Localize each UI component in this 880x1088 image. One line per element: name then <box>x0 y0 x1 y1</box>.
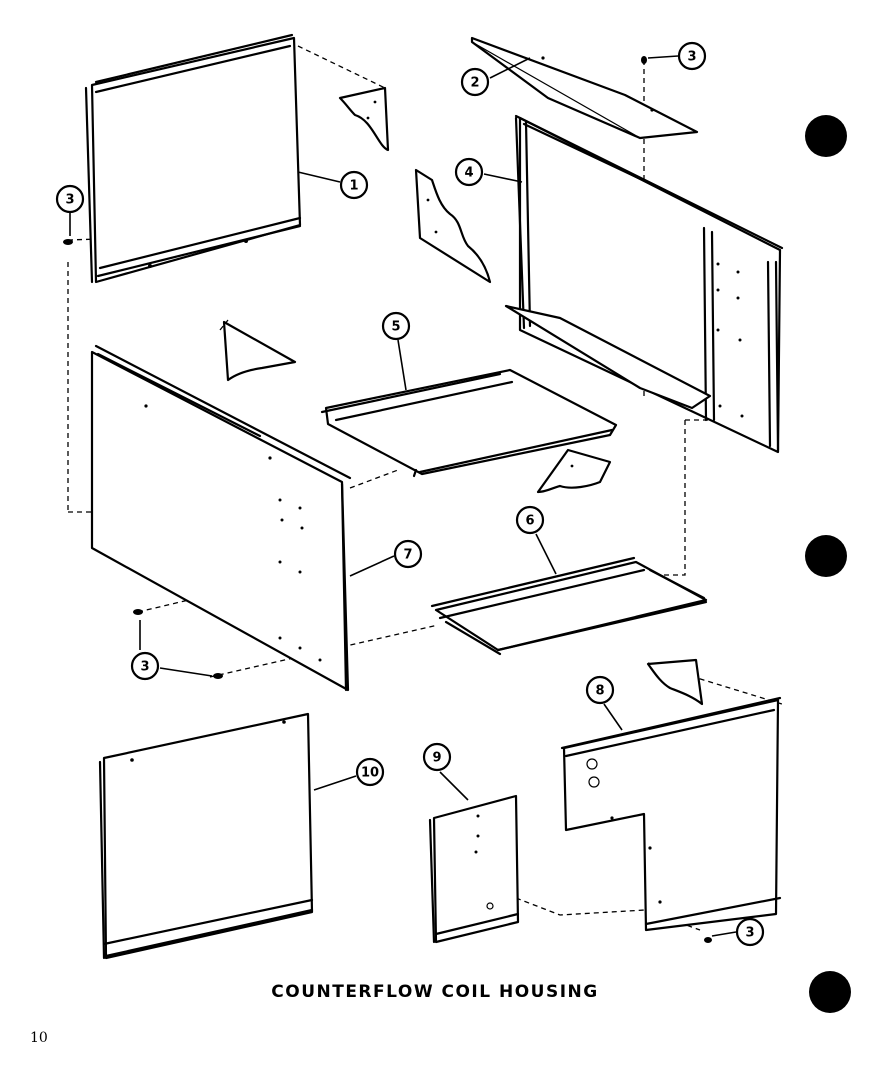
part-8-l-panel <box>560 696 782 932</box>
svg-text:3: 3 <box>745 926 754 941</box>
svg-text:6: 6 <box>525 514 534 529</box>
svg-text:2: 2 <box>470 76 479 91</box>
callout-2: 2 <box>460 67 490 97</box>
part-5-coil-tray <box>320 368 618 478</box>
page-number: 10 <box>30 1030 48 1046</box>
callout-3-left: 3 <box>55 184 85 214</box>
binder-hole-bottom <box>809 971 851 1013</box>
callout-6: 6 <box>515 505 545 535</box>
svg-text:7: 7 <box>403 548 412 563</box>
svg-text:9: 9 <box>432 751 441 766</box>
svg-text:3: 3 <box>140 660 149 675</box>
svg-text:5: 5 <box>391 320 400 335</box>
part-6-drain-pan <box>430 556 708 656</box>
diagram-title: COUNTERFLOW COIL HOUSING <box>271 982 599 1002</box>
part-2-top-strip <box>470 36 699 140</box>
part-9-access-panel <box>428 794 520 944</box>
gusset-bracket-right <box>646 658 704 706</box>
screw-fasteners <box>63 56 712 943</box>
binder-hole-top <box>805 115 847 157</box>
binder-holes <box>805 115 851 1013</box>
part-4-rear-frame <box>504 114 784 454</box>
svg-text:8: 8 <box>595 684 604 699</box>
part-1-side-panel <box>84 33 302 284</box>
part-7-side-panel <box>90 344 352 692</box>
gusset-bracket-wavy <box>414 168 492 284</box>
callout-3-bottom-right: 3 <box>735 917 765 947</box>
callout-7: 7 <box>393 539 423 569</box>
svg-text:10: 10 <box>361 766 379 781</box>
svg-text:3: 3 <box>65 193 74 208</box>
svg-text:1: 1 <box>349 179 358 194</box>
svg-text:3: 3 <box>687 50 696 65</box>
callout-10: 10 <box>355 757 385 787</box>
gusset-bracket-lower <box>536 448 612 494</box>
callout-4: 4 <box>454 157 484 187</box>
gusset-bracket-upper <box>338 86 390 152</box>
gusset-bracket-mid-left <box>222 320 297 382</box>
callout-5: 5 <box>381 311 411 341</box>
binder-hole-middle <box>805 535 847 577</box>
part-10-front-panel <box>98 712 314 960</box>
svg-text:4: 4 <box>464 166 473 181</box>
callout-1: 1 <box>339 170 369 200</box>
callout-3-top: 3 <box>677 41 707 71</box>
callout-3-bottom-left: 3 <box>130 651 160 681</box>
callout-9: 9 <box>422 742 452 772</box>
callout-8: 8 <box>585 675 615 705</box>
callout-leader-lines <box>69 55 737 937</box>
